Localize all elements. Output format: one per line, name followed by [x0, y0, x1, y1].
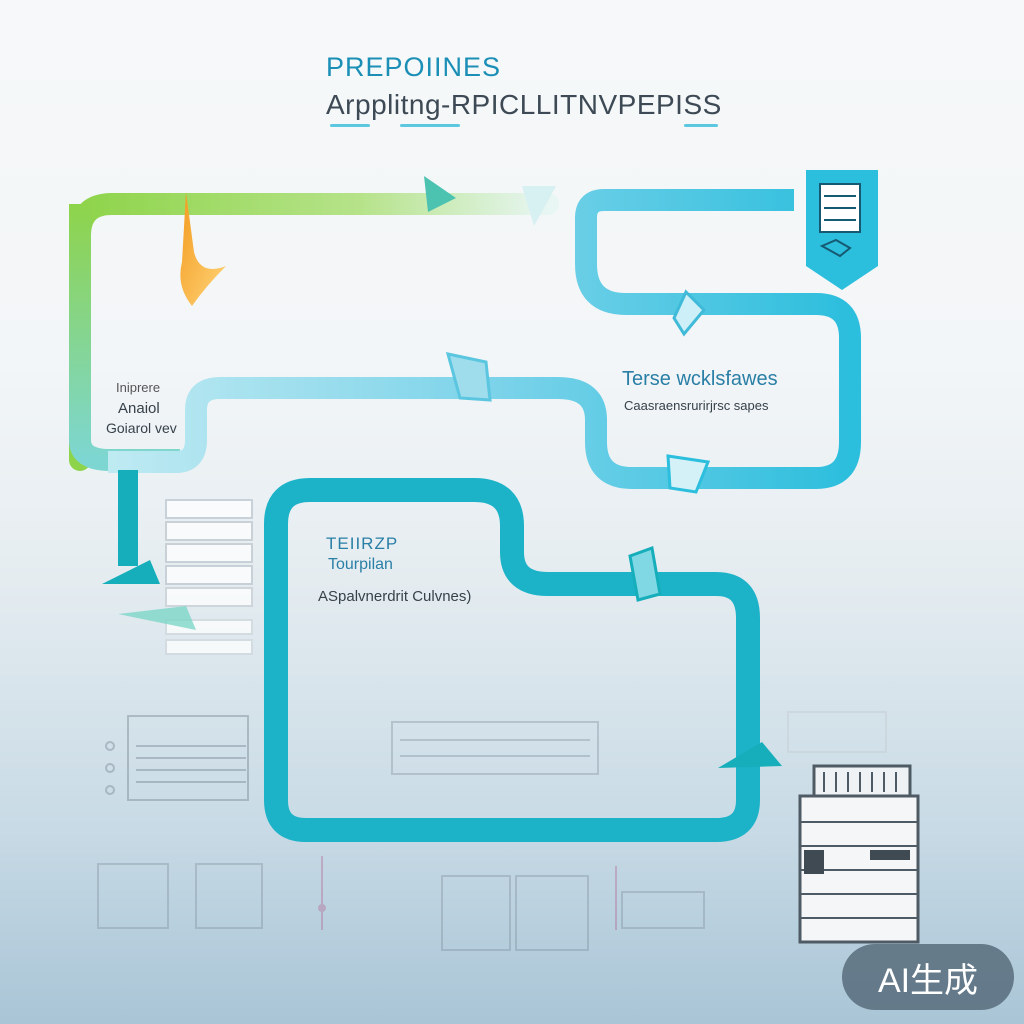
right-node-caption: Caasraensrurirjrsc sapes [624, 398, 769, 413]
list-icon [105, 715, 249, 801]
arrow-icon [666, 454, 711, 494]
path-center-loop [264, 478, 760, 842]
left-node-line1: Iniprere [116, 380, 161, 395]
document-icon [806, 170, 878, 290]
arrow-icon [672, 289, 707, 337]
arrow-icon [424, 176, 456, 212]
center-node-caption: ASpalvnerdrit Culvnes) [318, 588, 472, 605]
ai-generated-badge: AI生成 [842, 944, 1014, 1010]
bottom-faded-boxes [97, 856, 705, 951]
arrow-icon [102, 560, 160, 584]
path-middle [108, 189, 861, 489]
arrow-icon [718, 742, 782, 768]
center-node-subheading: Tourpilan [328, 556, 393, 573]
paper-stack-left [165, 499, 253, 655]
arrow-icon [118, 606, 196, 630]
diagram-subtitle: Arpplitng-RPICLLITNVPEPISS [326, 89, 722, 120]
center-node-heading: TEIIRZP [326, 534, 399, 553]
arrow-icon [445, 352, 492, 402]
orange-accent [180, 192, 226, 306]
arrow-icon [522, 186, 556, 226]
title-block: PREPOIINES Arpplitng-RPICLLITNVPEPISS [326, 52, 722, 121]
left-node-line3: Goiarol vev [106, 420, 177, 436]
right-node-heading: Terse wcklsfawes [622, 368, 778, 390]
printer-icon [787, 711, 920, 944]
diagram-title: PREPOIINES [326, 52, 502, 82]
center-faded-panel [391, 721, 599, 775]
title-underline-2 [400, 124, 460, 127]
flow-arrow-markers [424, 176, 782, 768]
arrow-icon [628, 545, 662, 602]
left-node-line2: Anaiol [118, 400, 160, 417]
title-underline-1 [330, 124, 370, 127]
title-underline-3 [684, 124, 718, 127]
